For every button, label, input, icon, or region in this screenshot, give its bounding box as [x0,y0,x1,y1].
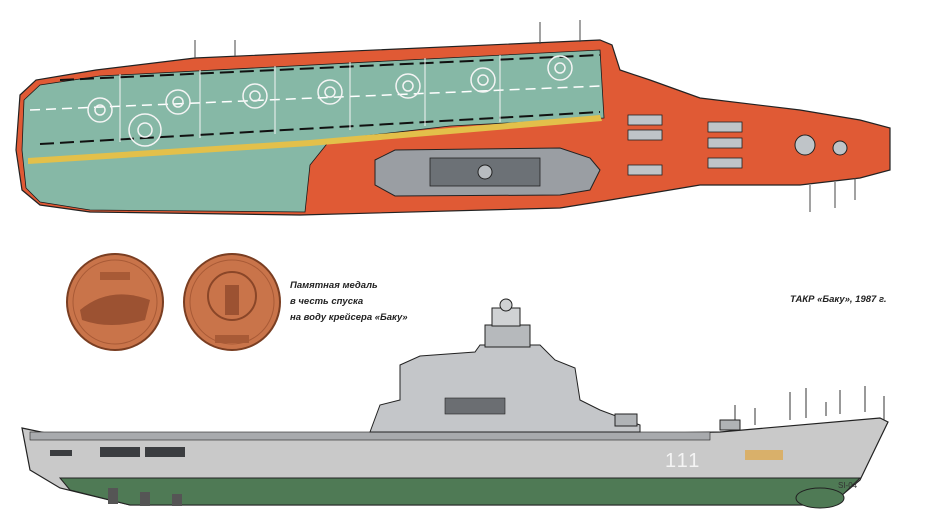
bow-gun-mount-2 [832,140,848,156]
island-window-strip [444,397,506,415]
island-mast-plan [477,164,493,180]
deck-edge-antennas [194,20,856,212]
stern-propellers [108,488,182,506]
hull-number: 111 [665,450,702,472]
radar-dome-base [491,307,521,327]
flight-deck-edge [29,431,711,441]
hull-name-plate [745,450,783,460]
side-opening-2 [145,447,185,457]
scale-mark: SI-04 [838,481,858,490]
deck-edge-line [39,111,601,145]
island-side [369,344,641,433]
deck-edge-line-top [59,54,601,81]
side-opening-1 [100,447,140,457]
deck-yellow-stripe [28,115,602,164]
bulbous-bow [795,487,845,509]
radar-top [499,298,513,312]
hull-underwater [58,477,862,506]
landing-deck-green [21,49,605,213]
ship-caption: ТАКР «Баку», 1987 г. [790,294,887,305]
landing-spot-circles [87,55,573,147]
medal-obverse [66,253,164,351]
bow-gun-side [614,413,638,427]
deck-plan-view [15,20,891,216]
medal-caption: Памятная медаль в честь спуска на воду к… [290,278,440,326]
bow-launchers [627,114,743,176]
deck-panel-grid [119,55,501,142]
medal-reverse [183,253,281,351]
medal-caption-line-3: на воду крейсера «Баку» [290,312,408,323]
medal-caption-line-1: Памятная медаль [290,280,378,291]
bow-gun-mount [794,134,816,156]
hull-side [21,417,889,506]
medal-caption-line-2: в честь спуска [290,296,364,307]
bow-gun-side-2 [719,419,741,431]
island-upper [484,324,531,348]
deck-side-antennas [734,386,885,425]
side-opening-3 [50,450,72,456]
